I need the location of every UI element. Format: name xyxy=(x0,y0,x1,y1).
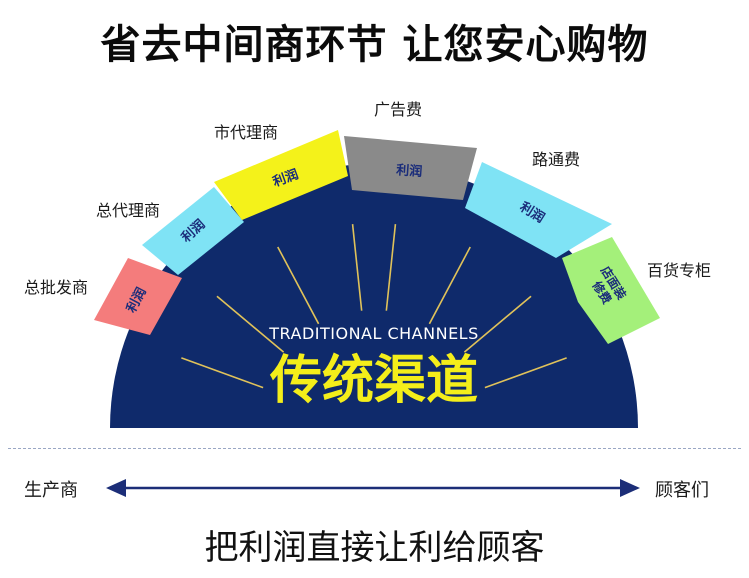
segment-label-advertising: 广告费 xyxy=(374,100,423,119)
segment-city-agent: 利润 xyxy=(214,130,348,220)
segment-wholesaler: 利润 xyxy=(94,258,182,335)
center-english-title: TRADITIONAL CHANNELS xyxy=(268,324,479,343)
segment-general-agent: 利润 xyxy=(142,187,244,275)
segment-road-fee: 利润 xyxy=(465,162,612,258)
segment-label-city-agent: 市代理商 xyxy=(214,123,279,142)
headline: 省去中间商环节 让您安心购物 xyxy=(100,22,649,68)
segment-tile xyxy=(214,130,348,220)
arrow-left-head xyxy=(106,479,126,497)
segment-tile xyxy=(344,136,477,200)
ray-line xyxy=(181,357,264,389)
segment-tile xyxy=(465,162,612,258)
segment-tile xyxy=(562,237,660,344)
segment-label-road-fee: 路通费 xyxy=(532,150,581,169)
segment-label-wholesaler: 总批发商 xyxy=(24,278,89,297)
flow-arrow xyxy=(106,479,640,497)
segment-tile xyxy=(94,258,182,335)
segment-label-general-agent: 总代理商 xyxy=(96,201,161,220)
segment-inner-label: 利润 xyxy=(396,162,423,180)
ray-line xyxy=(277,246,320,325)
section-divider xyxy=(8,448,741,449)
ray-line xyxy=(385,224,397,311)
ray-line xyxy=(463,295,532,353)
arrow-right-head xyxy=(620,479,640,497)
ray-line xyxy=(484,357,567,389)
ray-line xyxy=(428,246,471,325)
axis-label-customers: 顾客们 xyxy=(655,480,709,501)
axis-label-producer: 生产商 xyxy=(24,480,78,501)
ray-line xyxy=(351,224,363,311)
slogan: 把利润直接让利给顾客 xyxy=(204,528,545,568)
segment-department-store: 店面装 修费 xyxy=(562,237,660,344)
ray-line xyxy=(216,295,285,353)
segment-tile xyxy=(142,187,244,275)
center-chinese-title: 传统渠道 xyxy=(269,351,478,411)
segment-advertising: 利润 xyxy=(344,136,477,200)
ray-lines xyxy=(181,224,567,389)
segment-label-department-store: 百货专柜 xyxy=(647,261,712,280)
